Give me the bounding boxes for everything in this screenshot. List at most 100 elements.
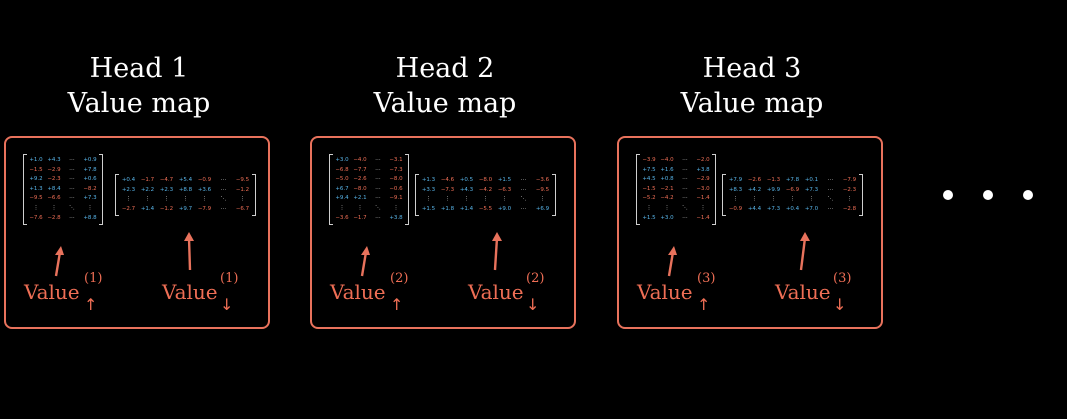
matrix-cell: +8.8 (178, 186, 193, 193)
matrix-cell: ⋯ (375, 166, 381, 173)
matrix-cell: ⋯ (69, 157, 75, 163)
matrix-cell: ⋯ (69, 185, 75, 192)
matrix-cell: −7.6 (29, 214, 43, 221)
matrix-cell: ⋮ (732, 196, 739, 203)
matrix-cell: −2.9 (696, 176, 710, 183)
matrix-cell: ⋯ (520, 177, 527, 183)
matrix-cell: +1.8 (440, 205, 455, 212)
head-title: Head 1 (89, 53, 189, 84)
value-down-matrix: +1.3−4.6+0.5−8.0+1.5⋯−3.6+3.3−7.3+4.3−4.… (415, 174, 556, 217)
matrix-cell: +5.4 (178, 177, 193, 183)
matrix-cell: −0.6 (389, 185, 403, 192)
matrix-cell: ⋮ (239, 196, 246, 203)
matrix-row: −1.5 −2.1 ⋯ −3.0 (640, 185, 712, 195)
matrix-cell: ⋯ (682, 214, 688, 221)
matrix-cell: ⋮ (463, 196, 470, 203)
matrix-cell: ⋮ (501, 196, 508, 203)
matrix-row: +3.0−4.0⋯−3.1 (333, 156, 405, 166)
head-subtitle: Value map (67, 88, 211, 119)
matrix-row: +0.4−1.7−4.7+5.4−0.9⋯−9.5 (119, 176, 252, 186)
matrix-cell: +4.4 (747, 205, 762, 212)
matrix-cell: ⋯ (69, 195, 75, 202)
matrix-cell: +2.2 (140, 186, 155, 193)
matrix-cell: −1.2 (235, 186, 250, 193)
matrix-cell: +9.7 (178, 205, 193, 212)
matrix-cell: +0.4 (785, 205, 800, 212)
matrix-cell: ⋯ (520, 186, 527, 193)
matrix-row: +1.5+3.0⋯−1.4 (640, 214, 712, 224)
matrix-cell: +2.1 (353, 195, 367, 202)
matrix-row: +1.5+1.8+1.4−5.5+9.0⋯+6.9 (419, 205, 552, 215)
matrix-cell: ⋯ (220, 177, 227, 183)
value-map-panel: −3.9−4.0⋯−2.0+7.5+1.6⋯+3.8+4.5+0.8⋯−2.9−… (617, 136, 883, 329)
matrix-row: −3.9−4.0⋯−2.0 (640, 156, 712, 166)
matrix-cell: −5.5 (478, 205, 493, 212)
matrix-cell: +7.8 (83, 166, 97, 173)
matrix-cell: +4.3 (47, 157, 61, 163)
matrix-cell: +1.3 (421, 177, 436, 183)
matrix-cell: ⋯ (375, 157, 381, 163)
continuation-dot-icon (943, 190, 953, 200)
matrix-cell: +3.8 (389, 214, 403, 221)
matrix-cell: +4.3 (459, 186, 474, 193)
matrix-cell: ⋮ (393, 204, 399, 211)
matrix-cell: +0.9 (83, 157, 97, 163)
value-down-label: Value (468, 280, 524, 304)
matrix-row: −1.5−2.9⋯+7.8 (27, 166, 99, 176)
matrix-row: +1.3−4.6+0.5−8.0+1.5⋯−3.6 (419, 176, 552, 186)
matrix-cell: +0.8 (660, 176, 674, 183)
matrix-cell: +7.0 (804, 205, 819, 212)
matrix-cell: ⋮ (664, 204, 670, 211)
matrix-cell: +9.4 (335, 195, 349, 202)
matrix-cell: ⋯ (682, 185, 688, 192)
matrix-cell: −2.1 (660, 185, 674, 192)
matrix-cell: −4.6 (440, 177, 455, 183)
matrix-cell: −2.0 (696, 157, 710, 163)
value-down-matrix: +7.9−2.6−1.3+7.8+0.1⋯−7.9+8.3+4.2+9.9−6.… (722, 174, 863, 217)
matrix-cell: ⋮ (751, 196, 758, 203)
down-arrow-icon: ↓ (220, 295, 234, 314)
matrix-cell: ⋱ (375, 204, 381, 211)
matrix-cell: +9.0 (497, 205, 512, 212)
matrix-cell: +9.9 (766, 186, 781, 193)
matrix-cell: +9.2 (29, 176, 43, 183)
matrix-cell: −8.0 (353, 185, 367, 192)
matrix-cell: ⋯ (375, 176, 381, 183)
matrix-row: −5.0−2.6⋯−8.0 (333, 175, 405, 185)
matrix-cell: +7.9 (728, 177, 743, 183)
matrix-cell: −4.7 (159, 177, 174, 183)
matrix-cell: ⋮ (482, 196, 489, 203)
matrix-cell: ⋯ (220, 186, 227, 193)
matrix-cell: −2.8 (47, 214, 61, 221)
matrix-cell: −1.3 (766, 177, 781, 183)
matrix-cell: −3.0 (696, 185, 710, 192)
matrix-cell: −7.7 (353, 166, 367, 173)
matrix-row: ⋮⋮⋮⋮⋮⋱⋮ (726, 195, 859, 205)
matrix-cell: −3.6 (335, 214, 349, 221)
matrix-cell: ⋮ (808, 196, 815, 203)
matrix-cell: +7.5 (642, 166, 656, 173)
value-up-superscript: (3) (697, 271, 716, 286)
matrix-cell: −6.3 (497, 186, 512, 193)
matrix-cell: ⋯ (827, 205, 834, 212)
matrix-row: −5.2−4.2⋯−1.4 (640, 194, 712, 204)
value-down-label: Value (162, 280, 218, 304)
matrix-cell: ⋯ (827, 186, 834, 193)
matrix-cell: ⋮ (646, 204, 652, 211)
matrix-cell: −8.2 (83, 185, 97, 192)
matrix-cell: −2.7 (121, 205, 136, 212)
matrix-row: ⋮⋮⋱⋮ (640, 204, 712, 214)
value-up-matrix: −3.9−4.0⋯−2.0+7.5+1.6⋯+3.8+4.5+0.8⋯−2.9−… (636, 154, 716, 226)
matrix-row: +2.3+2.2+2.3+8.8+3.6⋯−1.2 (119, 186, 252, 196)
value-up-superscript: (2) (390, 271, 409, 286)
matrix-cell: −6.9 (785, 186, 800, 193)
matrix-cell: −0.9 (197, 177, 212, 183)
matrix-row: ⋮⋮⋮⋮⋮⋱⋮ (419, 195, 552, 205)
matrix-cell: +7.3 (766, 205, 781, 212)
matrix-cell: −1.5 (642, 185, 656, 192)
matrix-cell: ⋯ (375, 185, 381, 192)
matrix-row: +9.4+2.1⋯−9.1 (333, 194, 405, 204)
value-down-superscript: (2) (526, 271, 545, 286)
value-down-matrix: +0.4−1.7−4.7+5.4−0.9⋯−9.5+2.3+2.2+2.3+8.… (115, 174, 256, 217)
matrix-cell: ⋮ (33, 204, 39, 211)
